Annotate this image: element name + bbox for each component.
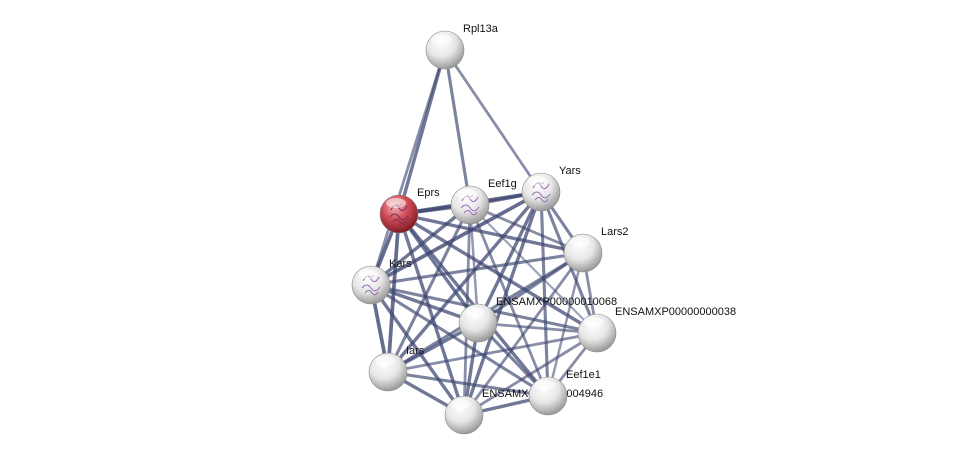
node-label: Eef1e1 — [566, 369, 601, 381]
edge-E10068-E38 — [477, 321, 598, 335]
node-highlight — [528, 176, 548, 186]
node-E10068[interactable] — [458, 303, 498, 343]
node-Yars[interactable] — [521, 172, 561, 212]
node-Iars[interactable] — [368, 352, 408, 392]
node-highlight — [465, 307, 485, 317]
node-Eprs[interactable] — [379, 194, 419, 234]
node-highlight — [375, 356, 395, 366]
node-label: Kars — [389, 258, 412, 270]
protein-structure-icon — [361, 274, 381, 296]
node-Eef1e1[interactable] — [528, 376, 568, 416]
edge-Rpl13a-Yars — [443, 49, 543, 193]
node-Kars[interactable] — [351, 265, 391, 305]
node-highlight — [386, 198, 406, 208]
edge-Yars-E10068 — [476, 191, 543, 324]
node-label: Rpl13a — [463, 23, 499, 35]
node-Lars2[interactable] — [563, 233, 603, 273]
node-highlight — [584, 317, 604, 327]
node-Rpl13a[interactable] — [425, 30, 465, 70]
node-label: Eprs — [417, 187, 440, 199]
protein-structure-icon — [531, 181, 551, 203]
node-E38[interactable] — [577, 313, 617, 353]
node-E4946[interactable] — [444, 395, 484, 435]
edge-Eef1g-E38 — [469, 204, 598, 334]
edge-Eprs-Lars2 — [398, 212, 584, 255]
edge-Eef1g-E10068 — [468, 204, 480, 324]
node-highlight — [570, 237, 590, 247]
edge-Eef1g-Kars — [369, 203, 472, 287]
node-label: Iars — [406, 345, 425, 357]
edge-Kars-Eef1e1 — [370, 283, 549, 398]
edge-Kars-E4946 — [369, 284, 466, 416]
node-label: Yars — [559, 165, 581, 177]
edge-Eef1g-Iars — [386, 204, 472, 373]
node-highlight — [451, 399, 471, 409]
edge-Lars2-E4946 — [462, 252, 585, 416]
node-label: ENSAMXP00000000038 — [615, 306, 736, 318]
protein-structure-icon — [389, 203, 409, 225]
node-label: Lars2 — [601, 226, 629, 238]
edge-Lars2-Kars — [370, 251, 584, 287]
node-label: Eef1g — [488, 178, 517, 190]
node-highlight — [432, 34, 452, 44]
edge-Yars-Eef1e1 — [539, 191, 550, 397]
node-label: ENSAMXP00000010068 — [496, 296, 617, 308]
edge-E38-Iars — [387, 331, 598, 374]
edge-E38-E4946 — [463, 331, 598, 417]
edge-Rpl13a-Kars — [369, 49, 447, 286]
edge-Yars-Kars — [370, 190, 542, 287]
node-Eef1g[interactable] — [450, 185, 490, 225]
node-highlight — [358, 269, 378, 279]
edge-Rpl13a-Eef1g — [443, 49, 472, 206]
edge-Lars2-Eef1e1 — [546, 252, 585, 397]
node-highlight — [535, 380, 555, 390]
node-highlight — [457, 189, 477, 199]
edge-Iars-Eef1e1 — [387, 370, 549, 398]
protein-structure-icon — [460, 194, 480, 216]
